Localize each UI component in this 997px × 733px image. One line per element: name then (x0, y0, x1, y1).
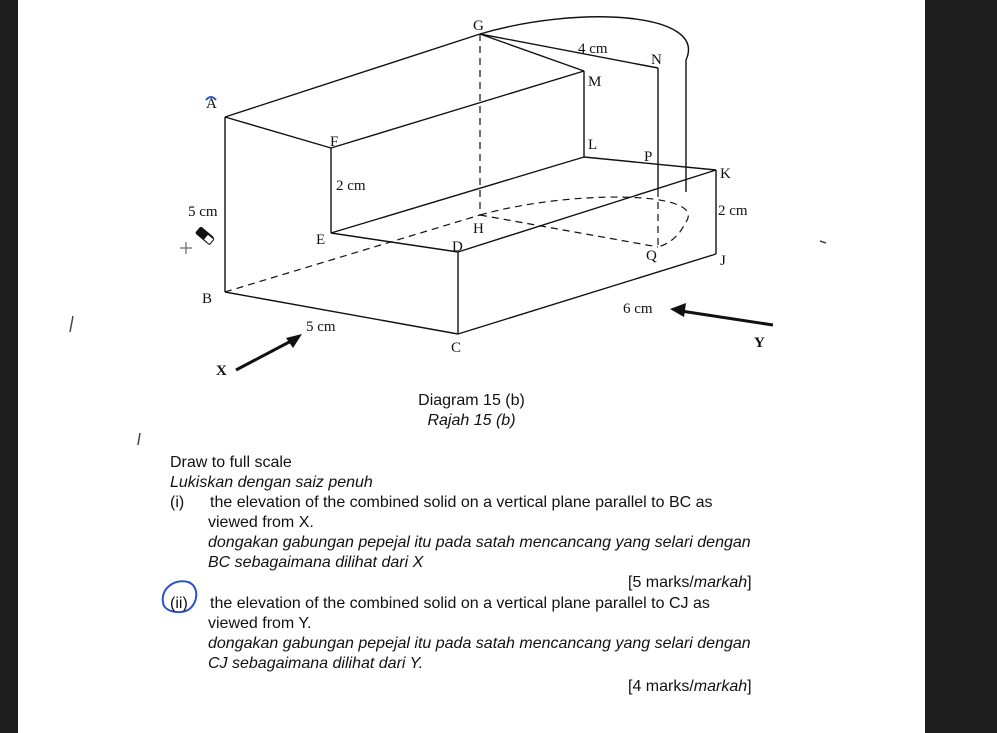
dim-cj: 6 cm (623, 301, 653, 317)
label-g: G (473, 18, 484, 34)
dim-gn: 4 cm (578, 41, 608, 57)
question-1-marks: [5 marks/markah] (628, 574, 752, 591)
question-1-malay-line-1: dongakan gabungan pepejal itu pada satah… (208, 534, 751, 551)
annotation-mark-a (205, 96, 217, 101)
question-2-line-2: viewed from Y. (208, 615, 312, 632)
question-2-marks: [4 marks/markah] (628, 678, 752, 695)
label-j: J (720, 253, 726, 269)
semicylinder-arc (479, 16, 690, 192)
label-p: P (644, 149, 652, 165)
edge-ag (224, 33, 481, 118)
dim-bc: 5 cm (306, 319, 336, 335)
label-x: X (216, 363, 227, 379)
hidden-edge-hq (479, 214, 659, 248)
circle-annotation (161, 580, 198, 614)
diagram-title: Diagram 15 (b) (418, 392, 525, 409)
edge-ed (330, 232, 459, 253)
hidden-edge-bh (224, 214, 481, 293)
edge-cj (457, 253, 717, 335)
label-n: N (651, 52, 662, 68)
hidden-base-arc (479, 196, 689, 248)
label-k: K (720, 166, 731, 182)
dim-ab: 5 cm (188, 204, 218, 220)
label-f: F (330, 134, 338, 150)
question-2-line-1: the elevation of the combined solid on a… (210, 595, 710, 612)
label-y: Y (754, 335, 765, 351)
eraser-icon[interactable] (195, 226, 215, 245)
label-a: A (206, 96, 217, 112)
edge-gn (479, 33, 659, 69)
edge-dk (457, 169, 717, 253)
dim-kj: 2 cm (718, 203, 748, 219)
label-d: D (452, 239, 463, 255)
question-1-line-2: viewed from X. (208, 514, 314, 531)
solid-diagram: G N M A F L P K H E D Q J B C X Y 4 cm 2… (69, 16, 827, 379)
instruction-text: Draw to full scale (170, 454, 292, 471)
view-arrow-y (670, 303, 774, 327)
label-l: L (588, 137, 597, 153)
right-dark-margin (925, 0, 997, 733)
left-dark-margin (0, 0, 18, 733)
edge-bc (224, 291, 459, 335)
label-b: B (202, 291, 212, 307)
label-q: Q (646, 248, 657, 264)
edge-fm (330, 70, 585, 149)
label-h: H (473, 221, 484, 237)
question-2-malay-line-1: dongakan gabungan pepejal itu pada satah… (208, 635, 751, 652)
question-2-number: (ii) (170, 595, 188, 612)
label-e: E (316, 232, 325, 248)
label-c: C (451, 340, 461, 356)
question-1-malay-line-2: BC sebagaimana dilihat dari X (208, 554, 424, 571)
edge-el (330, 156, 585, 234)
solid-edges (224, 16, 717, 335)
question-2-malay-line-2: CJ sebagaimana dilihat dari Y. (208, 655, 424, 672)
edge-af (224, 116, 332, 149)
diagram-title-malay: Rajah 15 (b) (427, 412, 516, 429)
instruction-text-malay: Lukiskan dengan saiz penuh (170, 474, 373, 491)
hidden-edges (224, 34, 689, 293)
worksheet-page: G N M A F L P K H E D Q J B C X Y 4 cm 2… (18, 0, 925, 733)
edge-lk (583, 156, 717, 171)
plus-icon (180, 242, 192, 254)
stray-marks-left (137, 432, 141, 446)
stray-mark-right (819, 240, 827, 244)
dim-fe: 2 cm (336, 178, 366, 194)
view-arrow-x (235, 334, 302, 372)
question-1-line-1: the elevation of the combined solid on a… (210, 494, 713, 511)
label-m: M (588, 74, 601, 90)
question-1-number: (i) (170, 494, 185, 511)
edge-gm (479, 33, 585, 72)
stray-mark (69, 315, 74, 333)
